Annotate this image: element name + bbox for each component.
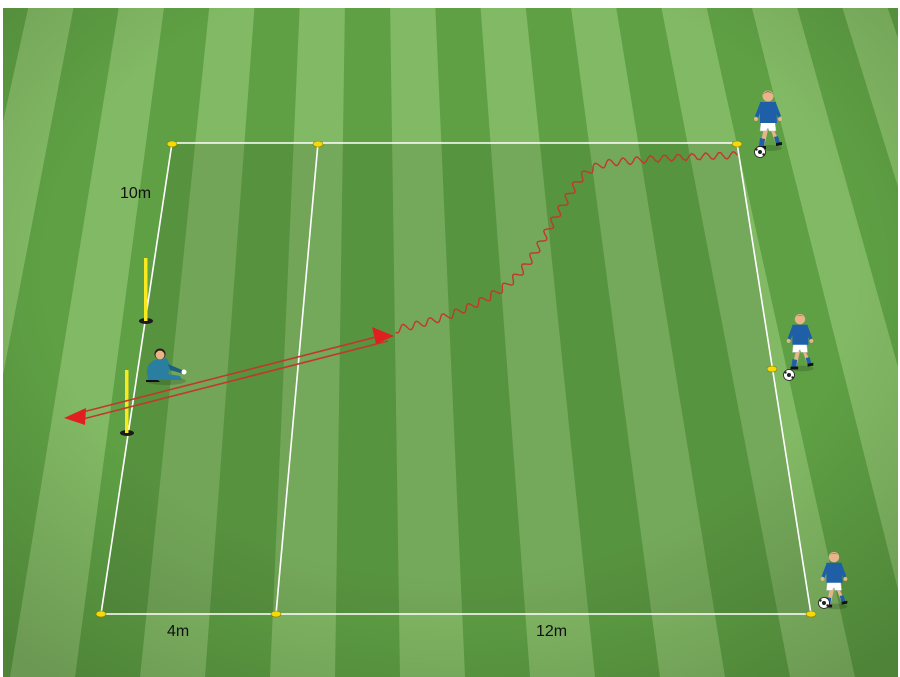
field-zone-area [276,143,811,614]
cone-icon [96,611,106,617]
cone-icon [271,611,281,617]
field-length-label: 12m [536,623,567,640]
cone-icon [806,611,816,617]
cone-icon [313,141,323,147]
cone-icon [767,366,777,372]
soccer-ball-icon [755,147,766,158]
side-length-label: 10m [120,185,151,202]
zone-width-label: 4m [167,623,189,640]
soccer-ball-icon [784,370,795,381]
cone-icon [167,141,177,147]
cone-icon [732,141,742,147]
soccer-ball-icon [819,598,830,609]
